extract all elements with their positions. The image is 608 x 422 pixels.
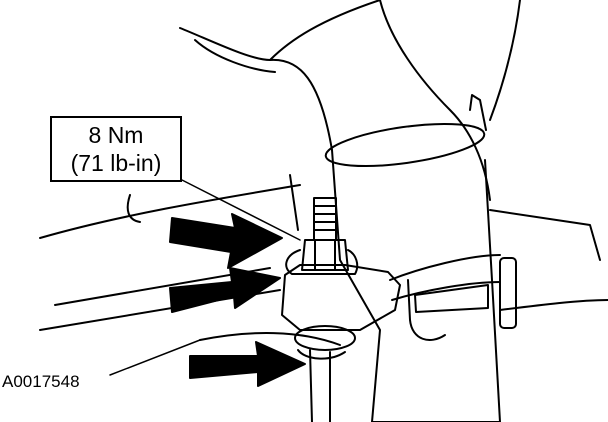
torque-callout-box: 8 Nm (71 lb-in) bbox=[50, 116, 182, 182]
pointer-arrow-upper bbox=[169, 213, 283, 269]
clamp-band bbox=[389, 254, 517, 341]
crossmember bbox=[39, 174, 608, 346]
hex-nut bbox=[285, 239, 359, 275]
pointer-arrow-lower bbox=[189, 341, 306, 387]
pointer-arrow-middle bbox=[169, 267, 281, 313]
figure-id-label: A0017548 bbox=[2, 372, 80, 391]
callout-leader-line bbox=[181, 179, 301, 241]
floor-panel bbox=[179, 0, 521, 201]
isolator-bracket bbox=[281, 264, 401, 422]
threaded-stud bbox=[313, 197, 337, 241]
figure-leader-line bbox=[109, 339, 201, 376]
exhaust-pipe bbox=[324, 94, 501, 422]
torque-imperial-label: (71 lb-in) bbox=[70, 150, 162, 176]
torque-metric-label: 8 Nm bbox=[88, 122, 144, 148]
